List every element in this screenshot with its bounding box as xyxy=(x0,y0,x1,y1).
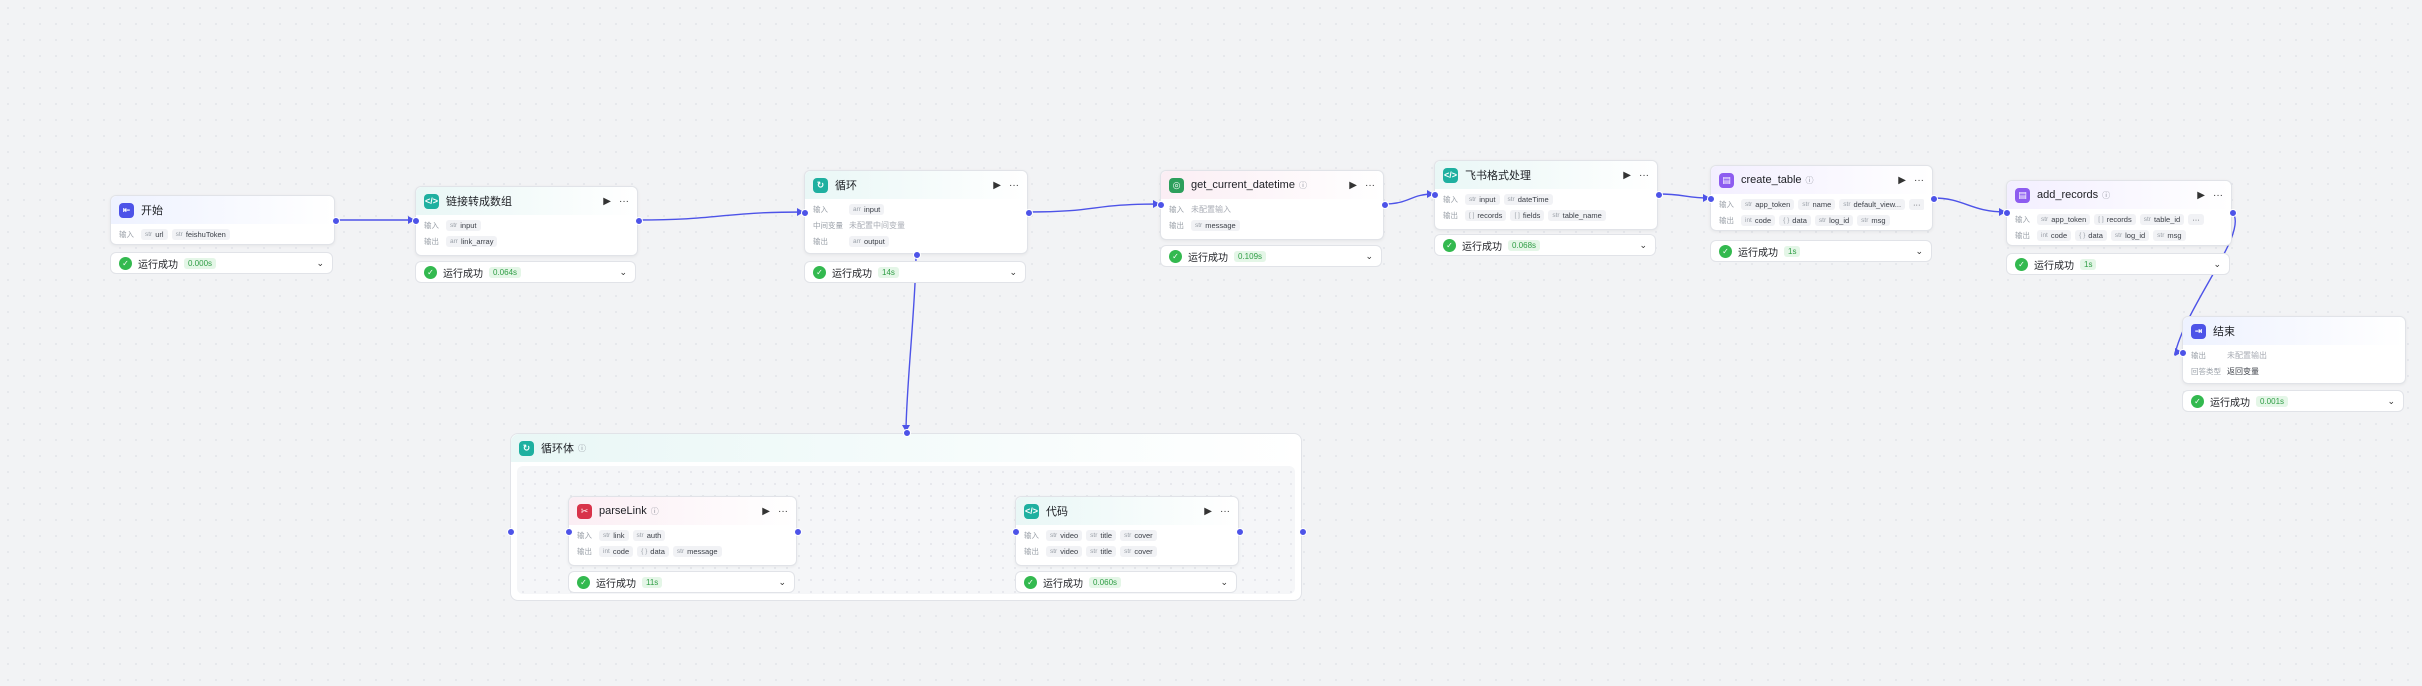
port-create-in[interactable] xyxy=(1707,195,1715,203)
info-icon: ⓘ xyxy=(578,443,586,453)
start-icon: ⇤ xyxy=(119,202,134,218)
node-title: 开始 xyxy=(141,205,163,217)
database-icon: ▤ xyxy=(1719,172,1734,188)
end-icon: ⇥ xyxy=(2191,323,2206,339)
more-icon[interactable]: ··· xyxy=(778,505,788,517)
chevron-down-icon[interactable]: ⌄ xyxy=(316,257,324,268)
port-body-start[interactable] xyxy=(507,528,515,536)
port-feishu-in[interactable] xyxy=(1431,191,1439,199)
chevron-down-icon[interactable]: ⌄ xyxy=(1009,266,1017,277)
port-datetime-in[interactable] xyxy=(1157,201,1165,209)
more-icon[interactable]: ··· xyxy=(1639,169,1649,181)
chevron-down-icon[interactable]: ⌄ xyxy=(2213,258,2221,269)
chevron-down-icon[interactable]: ⌄ xyxy=(1365,250,1373,261)
success-check-icon: ✓ xyxy=(2015,257,2028,271)
more-icon[interactable]: ··· xyxy=(1365,179,1375,191)
port-loop-body-out[interactable] xyxy=(913,251,921,259)
success-check-icon: ✓ xyxy=(1443,238,1456,252)
port-link2arr-in[interactable] xyxy=(412,217,420,225)
port-parselink-out[interactable] xyxy=(794,528,802,536)
port-link2arr-out[interactable] xyxy=(635,217,643,225)
database-icon: ▤ xyxy=(2015,187,2030,203)
code-icon: </> xyxy=(424,193,439,209)
loop-icon: ↻ xyxy=(813,177,828,193)
chevron-down-icon[interactable]: ⌄ xyxy=(1915,245,1923,256)
run-icon[interactable]: ▶ xyxy=(2197,189,2205,201)
info-icon: ⓘ xyxy=(1805,175,1814,185)
port-body-end[interactable] xyxy=(1299,528,1307,536)
chevron-down-icon[interactable]: ⌄ xyxy=(1220,576,1228,587)
more-icon[interactable]: ··· xyxy=(1009,179,1019,191)
port-create-out[interactable] xyxy=(1930,195,1938,203)
info-icon: ⓘ xyxy=(1298,180,1307,190)
port-feishu-out[interactable] xyxy=(1655,191,1663,199)
info-icon: ⓘ xyxy=(2102,190,2111,200)
node-end[interactable]: ⇥ 结束 输出未配置输出 回答类型返回变量 xyxy=(2182,316,2406,384)
code-icon: </> xyxy=(1443,167,1458,183)
code-icon: </> xyxy=(1024,503,1039,519)
chevron-down-icon[interactable]: ⌄ xyxy=(1639,239,1647,250)
chevron-down-icon[interactable]: ⌄ xyxy=(619,266,627,277)
run-icon[interactable]: ▶ xyxy=(1898,174,1906,186)
success-check-icon: ✓ xyxy=(119,256,132,270)
port-loop-in[interactable] xyxy=(801,209,809,217)
chevron-down-icon[interactable]: ⌄ xyxy=(2387,395,2395,406)
loop-icon: ↻ xyxy=(519,440,534,456)
more-inputs: ··· xyxy=(2188,213,2204,225)
success-check-icon: ✓ xyxy=(424,265,437,279)
plugin-icon: ◎ xyxy=(1169,177,1184,193)
node-datetime[interactable]: ◎ get_current_datetime ⓘ ▶··· 输入未配置输入 输出… xyxy=(1160,170,1384,240)
success-check-icon: ✓ xyxy=(1719,244,1732,258)
run-icon[interactable]: ▶ xyxy=(603,195,611,207)
port-code-in[interactable] xyxy=(1012,528,1020,536)
port-start-out[interactable] xyxy=(332,217,340,225)
run-icon[interactable]: ▶ xyxy=(993,179,1001,191)
more-icon[interactable]: ··· xyxy=(619,195,629,207)
run-icon[interactable]: ▶ xyxy=(1204,505,1212,517)
plugin-icon: ✂ xyxy=(577,503,592,519)
port-add-out[interactable] xyxy=(2229,209,2237,217)
port-loop-out[interactable] xyxy=(1025,209,1033,217)
run-icon[interactable]: ▶ xyxy=(762,505,770,517)
status-start[interactable]: ✓ 运行成功 0.000s ⌄ xyxy=(110,252,333,274)
success-check-icon: ✓ xyxy=(813,265,826,279)
more-icon[interactable]: ··· xyxy=(1220,505,1230,517)
more-icon[interactable]: ··· xyxy=(1914,174,1924,186)
success-check-icon: ✓ xyxy=(1024,575,1037,589)
port-datetime-out[interactable] xyxy=(1381,201,1389,209)
success-check-icon: ✓ xyxy=(577,575,590,589)
chevron-down-icon[interactable]: ⌄ xyxy=(778,576,786,587)
port-add-in[interactable] xyxy=(2003,209,2011,217)
port-parselink-in[interactable] xyxy=(565,528,573,536)
more-icon[interactable]: ··· xyxy=(2213,189,2223,201)
success-check-icon: ✓ xyxy=(2191,394,2204,408)
more-inputs: ··· xyxy=(1909,198,1924,210)
success-check-icon: ✓ xyxy=(1169,249,1182,263)
port-loop-body-in[interactable] xyxy=(903,429,911,437)
info-icon: ⓘ xyxy=(650,506,659,516)
run-icon[interactable]: ▶ xyxy=(1623,169,1631,181)
port-code-out[interactable] xyxy=(1236,528,1244,536)
run-icon[interactable]: ▶ xyxy=(1349,179,1357,191)
port-end-in[interactable] xyxy=(2179,349,2187,357)
